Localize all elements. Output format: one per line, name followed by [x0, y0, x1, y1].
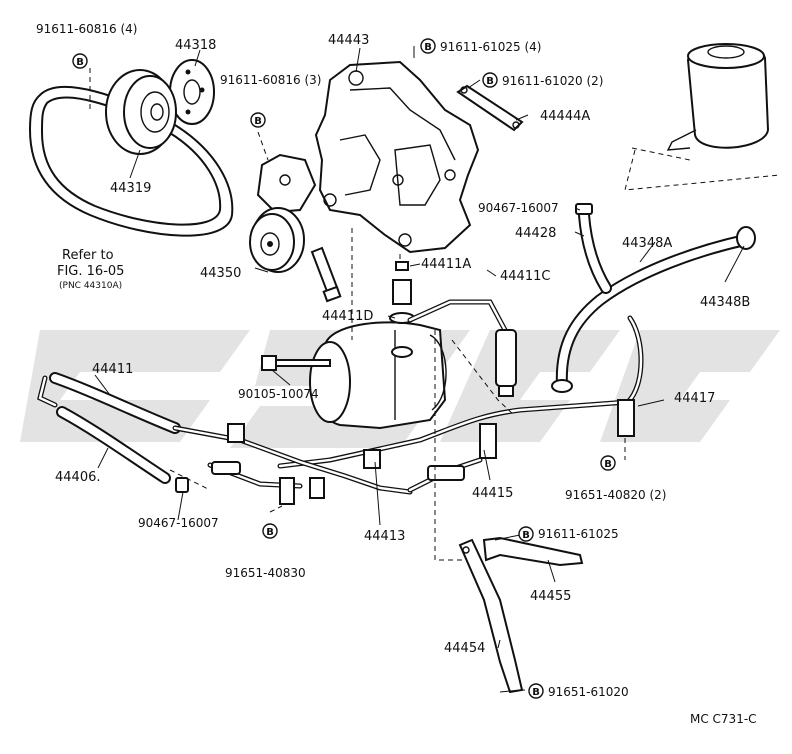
label-44428: 44428 — [515, 226, 556, 241]
svg-text:B: B — [254, 116, 262, 127]
label-91611-60816-3: 91611-60816 (3) — [220, 73, 322, 87]
reference-note: Refer to FIG. 16-05 (PNC 44310A) — [57, 248, 124, 291]
tube-44415 — [363, 423, 497, 493]
label-91651-40830: 91651-40830 — [225, 566, 306, 580]
suction-hose-44348A — [555, 234, 751, 391]
svg-text:B: B — [522, 530, 530, 541]
label-44411: 44411 — [92, 362, 133, 377]
leader-lines — [94, 46, 745, 693]
pressure-line-top — [407, 299, 517, 397]
drive-belt — [28, 86, 234, 237]
long-bolt-90105 — [261, 355, 331, 371]
bolt-symbol-icon: B — [482, 72, 498, 88]
pump-body — [309, 321, 447, 430]
label-44417: 44417 — [674, 391, 715, 406]
bolt-symbols: B B B B B B B B — [72, 38, 616, 699]
svg-text:B: B — [486, 76, 494, 87]
pulley-44318 — [169, 59, 215, 125]
svg-text:B: B — [532, 687, 540, 698]
label-44413: 44413 — [364, 529, 405, 544]
assembly-guide-lines — [89, 68, 781, 691]
label-44411D: 44411D — [322, 309, 373, 324]
bolt-symbol-icon: B — [72, 53, 88, 69]
pressure-hose-44411 — [37, 372, 181, 434]
label-44411C: 44411C — [500, 269, 550, 284]
stay-44444A — [456, 84, 524, 132]
part-labels: 44318 44319 44443 44444A 44350 44411A 44… — [55, 33, 750, 656]
label-90467-16007-top: 90467-16007 — [478, 201, 559, 215]
tube-44413 — [172, 423, 413, 505]
label-44454: 44454 — [444, 641, 485, 656]
label-91651-40820-2: 91651-40820 (2) — [565, 488, 667, 502]
label-44348A: 44348A — [622, 236, 672, 251]
svg-text:B: B — [266, 527, 274, 538]
label-91611-61025-4: 91611-61025 (4) — [440, 40, 542, 54]
reservoir-tank — [666, 43, 770, 151]
bolt-symbol-icon: B — [262, 523, 278, 539]
label-44444A: 44444A — [540, 109, 590, 124]
label-44415: 44415 — [472, 486, 513, 501]
label-44319: 44319 — [110, 181, 151, 196]
label-91611-61025: 91611-61025 — [538, 527, 619, 541]
bracket-44443 — [314, 60, 480, 254]
svg-text:B: B — [604, 459, 612, 470]
tube-44417 — [277, 315, 644, 469]
hose-44428 — [575, 203, 612, 294]
svg-text:B: B — [76, 57, 84, 68]
label-44318: 44318 — [175, 38, 216, 53]
label-44411A: 44411A — [421, 257, 471, 272]
bolt-symbol-icon: B — [420, 38, 436, 54]
idler-bracket — [256, 153, 317, 214]
idler-pulley-44350 — [249, 207, 305, 273]
bracket-44455 — [482, 536, 584, 567]
clamp-44348B — [551, 226, 756, 393]
pulley-44319 — [105, 69, 177, 155]
bolt-symbol-icon: B — [518, 526, 534, 542]
label-44406: 44406. — [55, 470, 101, 485]
label-44350: 44350 — [200, 266, 241, 281]
bolt-symbol-icon: B — [528, 683, 544, 699]
label-90105-10074: 90105-10074 — [238, 387, 319, 401]
reference-line-1: Refer to — [62, 248, 114, 263]
fastener-labels: 91611-60816 (4) 91611-61025 (4) 91611-61… — [36, 22, 667, 699]
label-91611-60816-4: 91611-60816 (4) — [36, 22, 138, 36]
bolt-symbol-icon: B — [250, 112, 266, 128]
diagram-code: MC C731-C — [690, 712, 757, 726]
fitting-44411C — [389, 261, 415, 358]
label-91611-61020-2: 91611-61020 (2) — [502, 74, 604, 88]
label-91651-61020: 91651-61020 — [548, 685, 629, 699]
stay-44454 — [458, 538, 524, 694]
svg-text:B: B — [424, 42, 432, 53]
return-hose-44406 — [56, 406, 189, 493]
label-90467-16007-bottom: 90467-16007 — [138, 516, 219, 530]
reference-line-2: FIG. 16-05 — [57, 264, 124, 279]
label-44348B: 44348B — [700, 295, 750, 310]
label-44455: 44455 — [530, 589, 571, 604]
reference-line-3: (PNC 44310A) — [59, 281, 122, 291]
label-44443: 44443 — [328, 33, 369, 48]
bolt-symbol-icon: B — [600, 455, 616, 471]
adjust-bolt — [310, 246, 342, 303]
